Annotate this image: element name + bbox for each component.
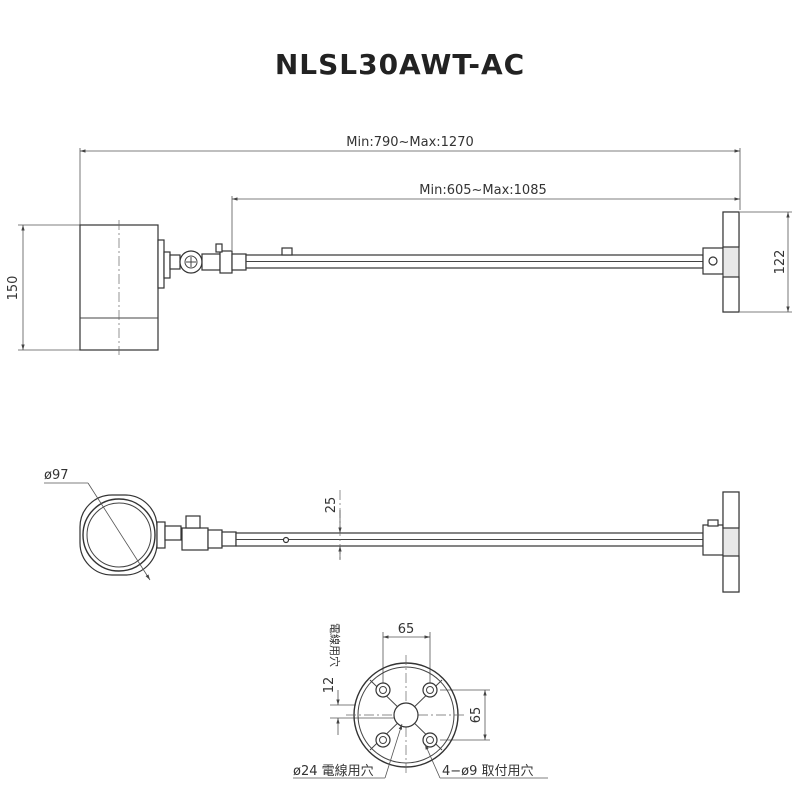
- mounting-hole-callout: 4−ø9 取付用穴: [424, 743, 548, 779]
- base-height-dimension: 122: [740, 211, 792, 313]
- cable-hole-side-label: 電線用穴: [328, 623, 342, 667]
- arm-top: [235, 532, 704, 547]
- base-front-view: 65 65 12 電線用穴: [293, 622, 548, 779]
- hole-spacing-x-dimension: 65: [382, 622, 431, 690]
- joint-top: [164, 515, 237, 551]
- side-view: Min:790~Max:1270 Min:605~Max:1085 150 12…: [6, 135, 792, 355]
- overall-length-label: Min:790~Max:1270: [346, 135, 474, 150]
- head-height-label: 150: [6, 276, 21, 301]
- head-diameter-label: ø97: [44, 468, 69, 483]
- cable-hole-label: ø24 電線用穴: [293, 763, 374, 779]
- hole-spacing-y-dimension: 65: [440, 689, 490, 741]
- lamp-head-side: [79, 220, 171, 355]
- base-height-label: 122: [773, 250, 788, 275]
- hole-spacing-x-label: 65: [398, 622, 415, 637]
- head-height-dimension: 150: [6, 224, 80, 351]
- base-side: [702, 211, 740, 313]
- mounting-hole-label: 4−ø9 取付用穴: [442, 764, 534, 779]
- arm-length-dimension: Min:605~Max:1085: [231, 183, 740, 250]
- arm-offset-label: 25: [324, 497, 339, 514]
- arm-length-label: Min:605~Max:1085: [419, 183, 547, 198]
- base-circle: [346, 655, 466, 775]
- arm-side: [245, 247, 704, 269]
- base-top: [702, 491, 740, 593]
- hole-spacing-y-label: 65: [469, 707, 484, 724]
- overall-length-dimension: Min:790~Max:1270: [79, 135, 741, 228]
- cable-hole-offset-label: 12: [322, 677, 337, 694]
- cable-hole-offset-dimension: 12 電線用穴: [322, 623, 400, 735]
- joint-side: [169, 243, 247, 274]
- page-title: NLSL30AWT-AC: [274, 48, 526, 81]
- arm-offset-dimension: 25: [324, 490, 342, 560]
- cable-hole-callout: ø24 電線用穴: [293, 723, 403, 779]
- lamp-head-top: ø97: [44, 468, 166, 581]
- top-view: ø97 25: [44, 468, 740, 593]
